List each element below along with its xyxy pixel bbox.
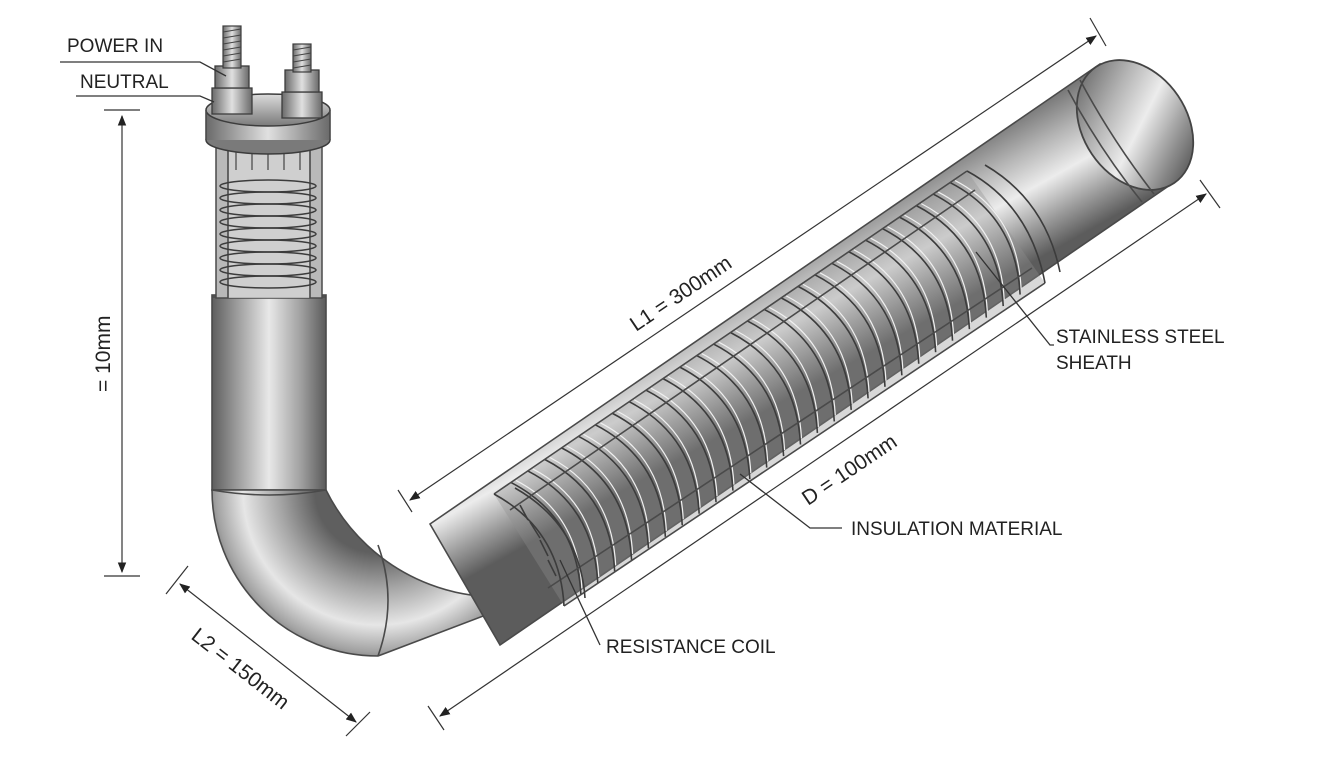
vertical-tube-leg bbox=[211, 294, 327, 491]
label-stainless-steel-sheath-line2: SHEATH bbox=[1056, 353, 1132, 374]
dimension-d: D = 100mm bbox=[798, 430, 901, 510]
vertical-coil-ring bbox=[219, 275, 317, 289]
label-neutral: NEUTRAL bbox=[80, 72, 169, 93]
label-stainless-steel-sheath-line1: STAINLESS STEEL bbox=[1056, 327, 1225, 348]
label-resistance-coil: RESISTANCE COIL bbox=[606, 637, 776, 658]
terminal-stud-neutral bbox=[281, 43, 323, 119]
dimension-l1: L1 = 300mm bbox=[626, 251, 736, 336]
vertical-coil-section bbox=[215, 139, 323, 299]
dimension-vertical-height: = 10mm bbox=[92, 316, 115, 392]
terminal-stud-power-in bbox=[211, 25, 253, 115]
dimension-l2: L2 = 150mm bbox=[187, 624, 294, 714]
dimension-lines bbox=[104, 17, 1221, 737]
label-insulation-material: INSULATION MATERIAL bbox=[851, 519, 1063, 540]
label-power-in: POWER IN bbox=[67, 36, 163, 57]
